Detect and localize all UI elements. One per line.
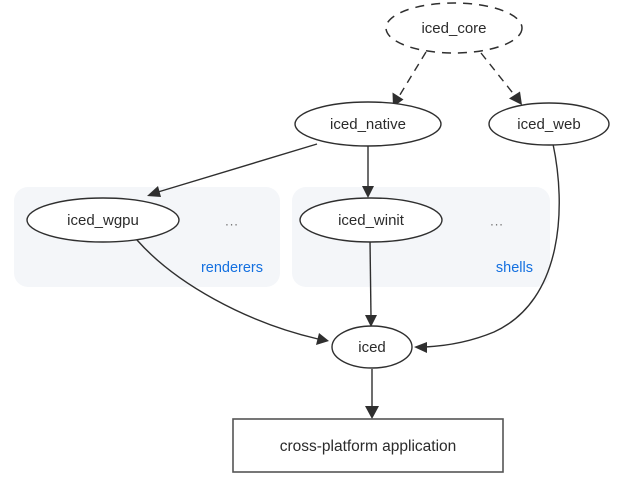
node-iced_native[interactable]: iced_native xyxy=(294,101,442,147)
edge-iced_native-to-iced_wgpu xyxy=(157,143,318,193)
iced_native-ellipse xyxy=(294,101,442,147)
iced_wgpu-ellipse xyxy=(26,197,180,243)
arrowhead-iced_winit-iced xyxy=(365,315,377,327)
iced_native-label: iced_native xyxy=(330,116,406,133)
edge-iced_web-to-iced xyxy=(424,143,560,348)
arrowhead-iced_native-iced_wgpu xyxy=(147,186,161,197)
iced_web-ellipse xyxy=(488,102,610,146)
edge-iced_wgpu-to-iced xyxy=(136,239,319,340)
iced_core-label: iced_core xyxy=(421,20,486,37)
iced-ellipse xyxy=(331,325,413,369)
node-application[interactable]: cross-platform application xyxy=(232,418,504,473)
iced_web-label: iced_web xyxy=(517,116,580,133)
node-iced[interactable]: iced xyxy=(331,325,413,369)
node-iced_web[interactable]: iced_web xyxy=(488,102,610,146)
cluster-label-renderers: renderers xyxy=(201,260,263,276)
node-iced_wgpu[interactable]: iced_wgpu xyxy=(26,197,180,243)
arrowhead-iced-application xyxy=(365,406,379,419)
iced_winit-label: iced_winit xyxy=(338,212,405,229)
iced-label: iced xyxy=(358,339,386,356)
arrowhead-iced_wgpu-iced xyxy=(316,333,329,345)
edge-iced_core-to-iced_web xyxy=(480,52,517,98)
node-iced_core[interactable]: iced_core xyxy=(385,2,523,54)
iced_wgpu-label: iced_wgpu xyxy=(67,212,139,229)
node-iced_winit[interactable]: iced_winit xyxy=(299,197,443,243)
application-label: cross-platform application xyxy=(280,438,457,455)
iced_winit-ellipse xyxy=(299,197,443,243)
edge-iced_winit-to-iced xyxy=(369,239,372,318)
iced_core-ellipse xyxy=(385,2,523,54)
shells-ellipsis: ... xyxy=(490,213,504,228)
arrowhead-iced_native-iced_winit xyxy=(362,186,374,198)
arrowhead-iced_core-iced_web xyxy=(509,91,522,105)
application-rect xyxy=(232,418,504,473)
cluster-label-shells: shells xyxy=(496,260,533,276)
arrowhead-iced_web-iced xyxy=(414,342,427,353)
edge-iced_core-to-iced_native xyxy=(397,51,427,99)
renderers-ellipsis: ... xyxy=(225,213,239,228)
